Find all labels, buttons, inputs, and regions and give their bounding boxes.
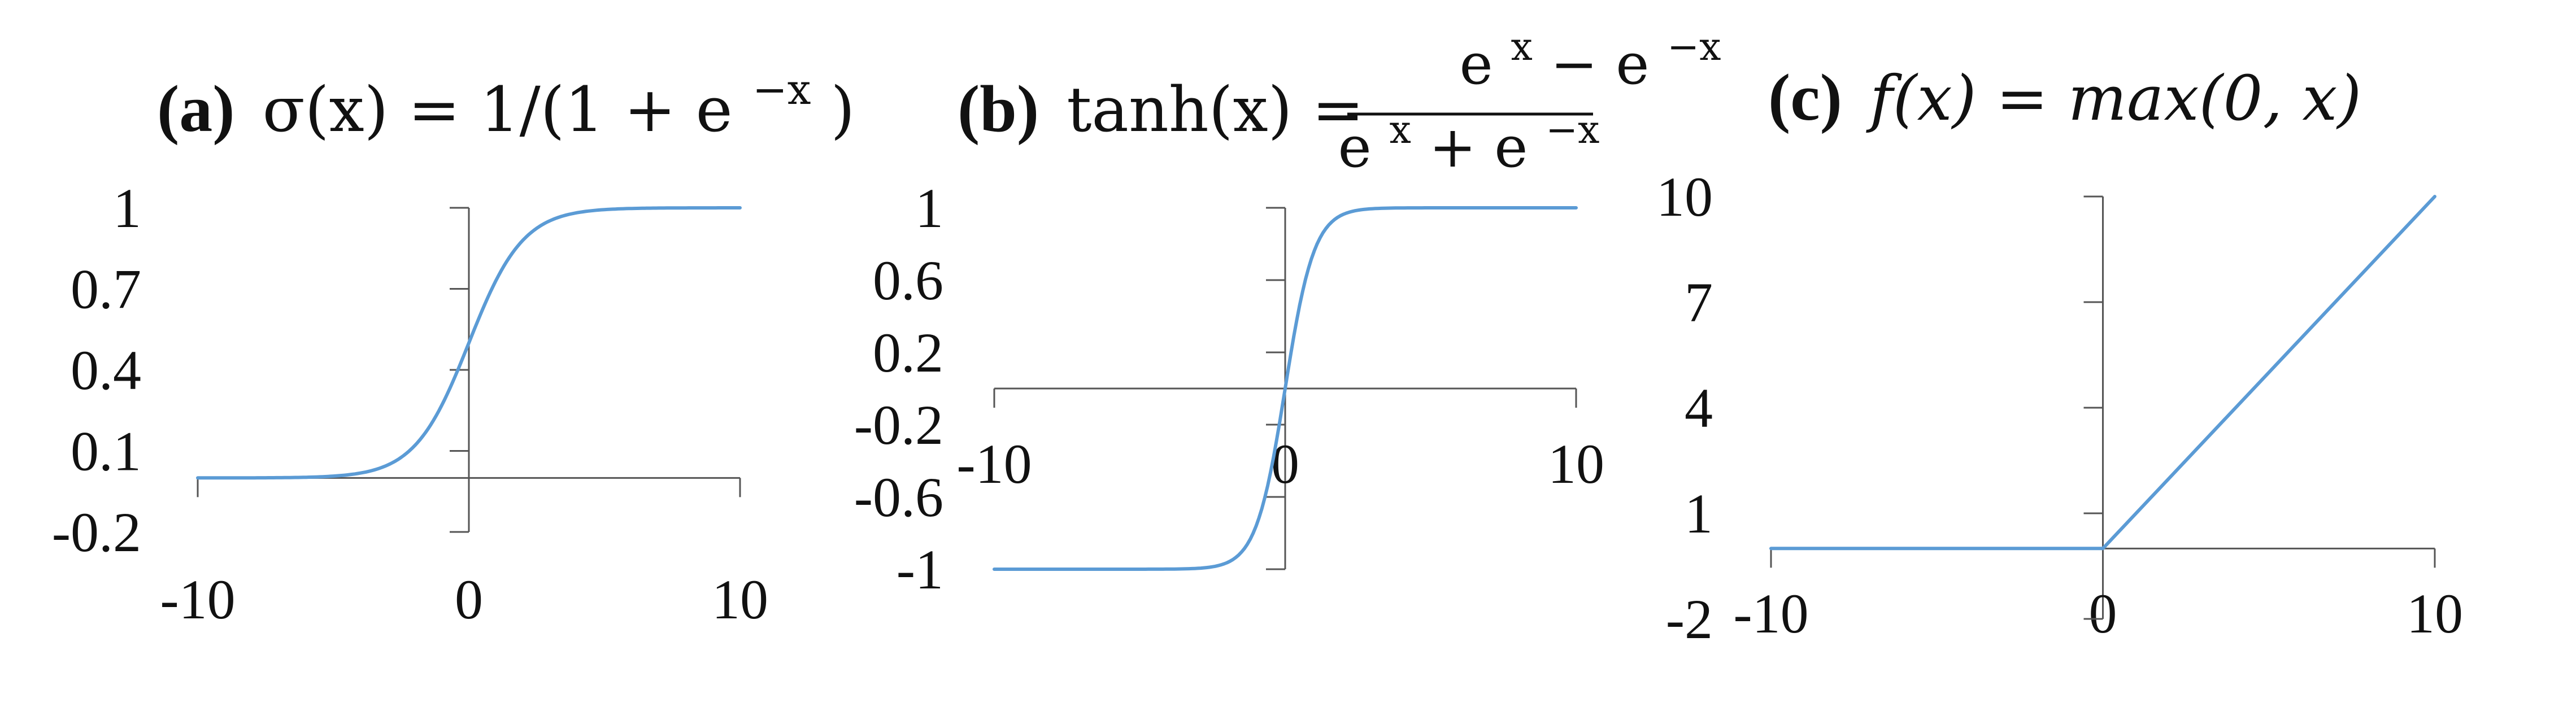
chart-a-x-tick-label: -10: [160, 568, 235, 631]
chart-a-y-tick-label: 0.7: [71, 258, 141, 321]
svg-text:(b) tanh(x) =: (b) tanh(x) =: [958, 72, 1364, 146]
chart-b-y-tick-label: 0.2: [873, 321, 943, 384]
chart-b-x-tick-label: 10: [1548, 433, 1604, 495]
chart-b-denominator: e x + e −x: [1338, 90, 1599, 180]
chart-a-formula-exp: −x: [752, 66, 811, 114]
chart-b-formula-lhs: tanh(x) =: [1067, 73, 1364, 146]
chart-b-series-line: [993, 206, 1578, 571]
chart-a-panel-label: (a): [157, 72, 235, 146]
chart-b-x-tick-label: -10: [956, 433, 1032, 495]
chart-c-y-tick-label: 10: [1656, 165, 1713, 228]
chart-c-x-tick-label: 10: [2407, 582, 2463, 645]
chart-c-y-tick-label: 4: [1685, 377, 1713, 439]
chart-a-y-tick-label: 1: [113, 177, 141, 239]
chart-c-relu: -10 0 10 -2 1 4 7 10: [1656, 165, 2463, 651]
chart-c-formula: f(x) = max(0, x): [1866, 62, 2361, 134]
chart-a-y-tick-label: 0.4: [71, 339, 141, 401]
chart-a-formula-close: ): [830, 73, 855, 146]
chart-b-y-tick-label: -0.6: [854, 466, 943, 529]
chart-a-formula-lhs: σ(x) = 1/(1 + e: [263, 73, 733, 146]
chart-c-series-line: [1769, 195, 2436, 551]
chart-b-title: (b) tanh(x) = e x − e −x e x + e −x: [958, 7, 1721, 180]
chart-a-x-tick-label: 0: [455, 568, 483, 631]
chart-a-title: (a) σ(x) = 1/(1 + e −x ): [157, 46, 855, 146]
chart-c-x-tick-label: 0: [2089, 582, 2117, 645]
chart-a-y-tick-label: -0.2: [52, 501, 141, 564]
chart-b-y-tick-label: -0.2: [854, 394, 943, 456]
chart-b-panel-label: (b): [958, 72, 1039, 146]
chart-a-x-tick-label: 10: [712, 568, 768, 631]
chart-b-y-tick-label: 1: [915, 177, 943, 239]
chart-b-numerator: e x − e −x: [1459, 7, 1721, 97]
chart-b-y-tick-label: 0.6: [873, 249, 943, 312]
chart-a-y-tick-label: 0.1: [71, 420, 141, 483]
chart-c-y-tick-label: -2: [1666, 588, 1713, 651]
chart-a-sigmoid: -10 0 10 -0.2 0.1 0.4 0.7 1: [52, 177, 768, 631]
chart-a-series-line: [196, 206, 742, 480]
chart-c-y-tick-label: 7: [1685, 271, 1713, 334]
chart-c-y-tick-label: 1: [1685, 482, 1713, 545]
chart-c-title: (c) f(x) = max(0, x): [1768, 60, 2361, 134]
chart-b-y-tick-label: -1: [897, 538, 943, 601]
chart-c-panel-label: (c): [1768, 60, 1842, 134]
chart-c-x-tick-label: -10: [1733, 582, 1808, 645]
